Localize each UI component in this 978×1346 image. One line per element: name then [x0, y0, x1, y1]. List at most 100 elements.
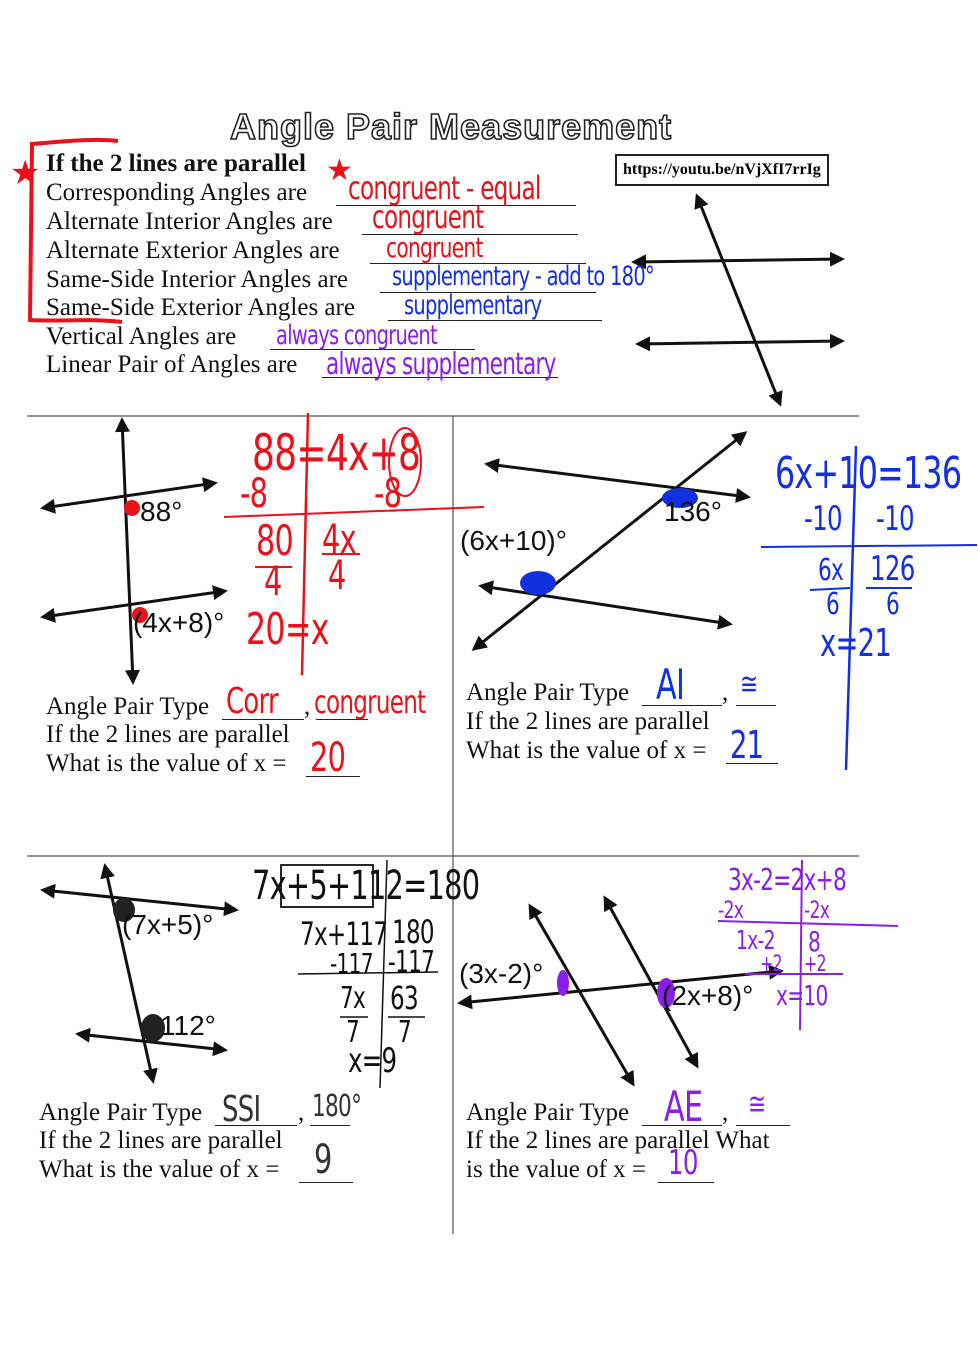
comma: , — [304, 693, 311, 720]
comma: , — [722, 679, 729, 706]
work-step: -117 — [388, 945, 435, 980]
relation-answer: ≅ — [740, 667, 758, 702]
answer-blank — [299, 1160, 353, 1183]
rule-label: Alternate Exterior Angles are — [46, 237, 340, 264]
relation-answer: 180° — [312, 1089, 362, 1124]
type-label: Angle Pair Type — [466, 679, 630, 706]
work-step: -10 — [804, 499, 843, 539]
relation-answer: ≅ — [748, 1087, 766, 1122]
work-step: -2x — [804, 896, 830, 924]
relation-answer: congruent — [314, 683, 426, 721]
rule-answer: supplementary - add to 180° — [392, 261, 655, 292]
answer-blank — [642, 1103, 722, 1126]
angle-label: (3x-2)° — [459, 958, 544, 989]
angle-mark — [557, 970, 569, 996]
angle-label: 112° — [160, 1010, 216, 1041]
angle-mark — [132, 607, 148, 623]
work-step: 8 — [808, 925, 821, 958]
answer-blank — [322, 355, 558, 378]
type-answer: SSI — [222, 1089, 261, 1130]
work-step: x=10 — [776, 979, 828, 1012]
angle-label: (6x+10)° — [460, 525, 567, 556]
reference-diagram — [631, 193, 845, 407]
answer-blank — [658, 1160, 714, 1183]
condition-text: If the 2 lines are parallel — [39, 1127, 283, 1154]
page-title: Angle Pair Measurement — [229, 105, 673, 148]
work-step: -8 — [374, 471, 402, 517]
work-step: x=21 — [820, 621, 892, 665]
work-step: 88=4x+8 — [252, 424, 421, 482]
answer-blank — [270, 327, 475, 350]
work-step: 4x — [322, 517, 357, 563]
rules-heading: If the 2 lines are parallel — [46, 150, 306, 177]
question-text: What is the value of x = — [39, 1156, 280, 1183]
work-step: 7x+117 — [300, 915, 388, 953]
work-step: 180 — [392, 913, 435, 951]
work-step: 126 — [870, 549, 915, 589]
work-step: 20=x — [246, 604, 329, 655]
angle-mark — [662, 488, 698, 508]
angle-label: 88° — [140, 496, 183, 527]
x-answer: 21 — [730, 723, 764, 767]
question-text: What is the value of x = — [46, 750, 287, 777]
x-answer: 9 — [314, 1137, 332, 1183]
type-label: Angle Pair Type — [466, 1099, 630, 1126]
question-text: is the value of x = — [466, 1156, 647, 1183]
work-step: x=9 — [348, 1041, 397, 1081]
work-step: 80 — [256, 516, 294, 565]
type-answer: Corr — [226, 681, 279, 722]
work-step: -10 — [876, 499, 915, 539]
angle-mark — [113, 898, 135, 922]
rule-answer: congruent - equal — [348, 169, 541, 207]
type-answer: AE — [664, 1082, 703, 1131]
answer-blank — [215, 1103, 297, 1126]
answer-blank — [362, 212, 578, 235]
answer-blank — [388, 298, 602, 321]
angle-mark — [657, 978, 675, 1008]
work-step: 6x+10=136 — [775, 448, 962, 499]
comma: , — [722, 1099, 729, 1126]
answer-blank — [306, 754, 360, 777]
diagram-2 — [471, 431, 751, 651]
work-step: 7x — [340, 981, 366, 1016]
rule-label: Alternate Interior Angles are — [46, 208, 333, 235]
angle-label: (4x+8)° — [133, 607, 225, 638]
work-step: +2 — [760, 952, 783, 977]
red-star-icon: ★ — [10, 155, 40, 192]
rule-label: Corresponding Angles are — [46, 179, 308, 206]
answer-blank — [222, 697, 304, 720]
work-step: -2x — [718, 896, 744, 924]
answer-blank — [736, 1103, 790, 1126]
rule-answer: always supplementary — [326, 347, 556, 382]
angle-mark — [141, 1014, 165, 1042]
type-label: Angle Pair Type — [39, 1099, 203, 1126]
red-bracket — [27, 137, 123, 324]
work-step: 6 — [886, 587, 900, 622]
work-step: 7x+5+112=180 — [252, 863, 480, 909]
work-step: +2 — [804, 952, 827, 977]
work-step: 4 — [264, 559, 282, 605]
comma: , — [298, 1099, 305, 1126]
answer-blank — [726, 741, 778, 764]
rule-label: Same-Side Exterior Angles are — [46, 294, 355, 321]
rule-label: Same-Side Interior Angles are — [46, 266, 348, 293]
answer-blank — [316, 697, 368, 720]
angle-mark — [520, 571, 556, 595]
video-link[interactable]: https://youtu.be/nVjXfI7rrIg — [615, 154, 829, 186]
rule-answer: always congruent — [276, 320, 438, 351]
answer-blank — [310, 1103, 350, 1126]
answer-blank — [370, 241, 586, 264]
work-step: 4 — [328, 553, 346, 599]
answer-blank — [642, 683, 722, 706]
work-step: 6x — [818, 553, 844, 588]
diagram-1 — [40, 417, 228, 685]
diagram-3 — [40, 863, 239, 1084]
work-step: 1x-2 — [736, 926, 775, 956]
x-answer: 20 — [310, 735, 346, 781]
work-step: 3x-2=2x+8 — [728, 863, 847, 898]
work-step: 6 — [826, 587, 840, 622]
type-answer: AI — [656, 660, 685, 709]
rule-label: Vertical Angles are — [46, 323, 237, 350]
work-step: -117 — [330, 947, 374, 980]
work-step: -8 — [240, 471, 268, 517]
